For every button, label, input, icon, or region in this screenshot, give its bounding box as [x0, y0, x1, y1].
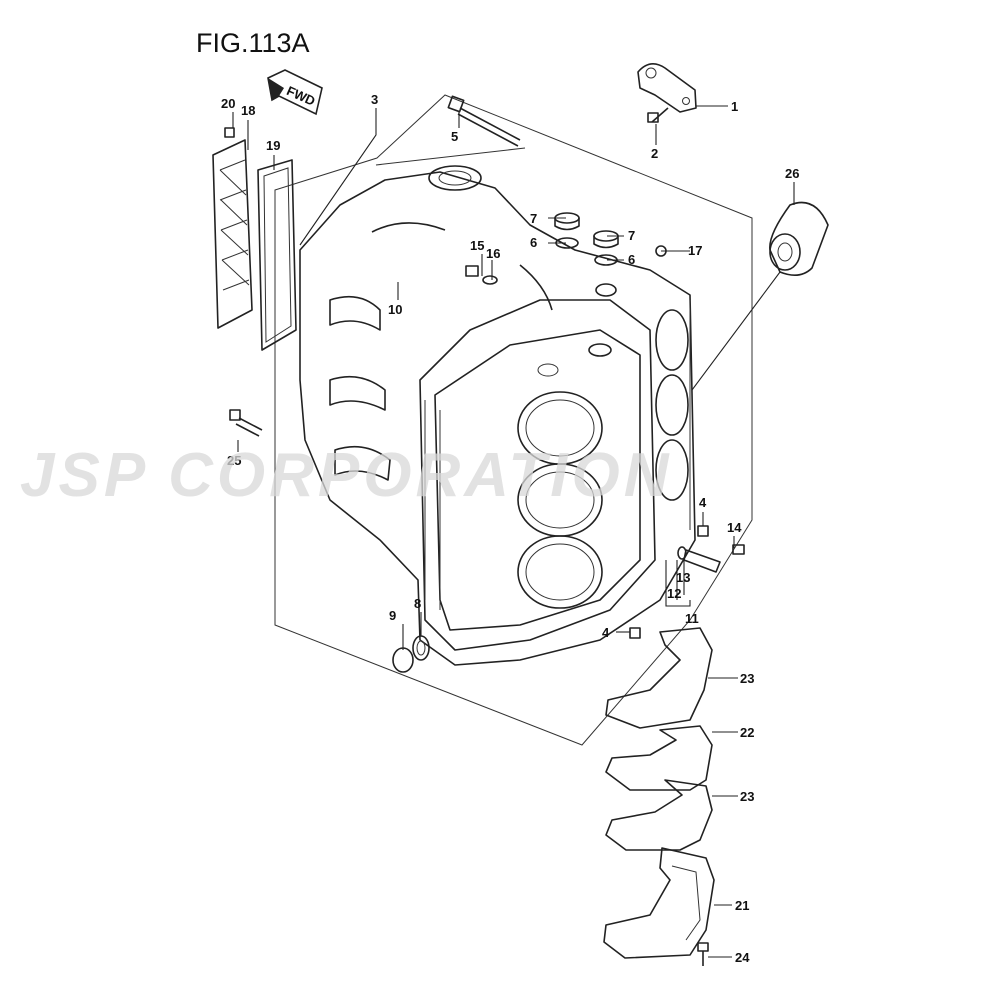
callout-6-left: 6 — [530, 235, 537, 250]
gasket-plate-lower — [605, 779, 713, 851]
callout-labels: 1 2 3 4 4 5 6 6 7 7 8 9 10 11 12 13 14 1… — [221, 92, 799, 965]
o-ring-parts — [555, 237, 618, 266]
callout-24: 24 — [735, 950, 750, 965]
drain-plug-parts — [465, 265, 498, 285]
bottom-cover-plate — [603, 847, 715, 959]
gasket-plate-middle — [605, 725, 713, 791]
callout-20: 20 — [221, 96, 235, 111]
callout-3: 3 — [371, 92, 378, 107]
callout-8: 8 — [414, 596, 421, 611]
callout-22: 22 — [740, 725, 754, 740]
callout-16: 16 — [486, 246, 500, 261]
fwd-arrow: FWD — [267, 69, 323, 116]
callout-6-right: 6 — [628, 252, 635, 267]
callout-2: 2 — [651, 146, 658, 161]
callout-19: 19 — [266, 138, 280, 153]
sensor-assembly-parts — [677, 544, 745, 573]
oil-filter-part — [769, 201, 829, 276]
assembly-outline — [274, 94, 753, 746]
callout-23-upper: 23 — [740, 671, 754, 686]
callout-7-left: 7 — [530, 211, 537, 226]
callout-17: 17 — [688, 243, 702, 258]
callout-26: 26 — [785, 166, 799, 181]
long-bolt-part — [447, 95, 521, 147]
leader-lines — [232, 105, 795, 958]
figure-title: FIG.113A — [196, 28, 310, 58]
callout-5: 5 — [451, 129, 458, 144]
seal-plug-parts — [392, 635, 430, 673]
callout-21: 21 — [735, 898, 749, 913]
callout-12: 12 — [667, 586, 681, 601]
stud-bolt-part — [229, 409, 263, 437]
callout-4-upper: 4 — [699, 495, 707, 510]
callout-14: 14 — [727, 520, 742, 535]
cylinder-block — [299, 165, 696, 666]
callout-10: 10 — [388, 302, 402, 317]
callout-11: 11 — [685, 611, 699, 626]
side-cover-part — [212, 139, 253, 329]
callout-4-lower: 4 — [602, 625, 610, 640]
callout-1: 1 — [731, 99, 738, 114]
callout-25: 25 — [227, 453, 241, 468]
gasket-plate-upper — [605, 627, 713, 729]
cover-bolt-part — [224, 127, 235, 138]
plug-part-upper — [697, 525, 709, 537]
callout-23-lower: 23 — [740, 789, 754, 804]
callout-7-right: 7 — [628, 228, 635, 243]
callout-18: 18 — [241, 103, 255, 118]
bolt-part — [647, 107, 669, 123]
bracket-part — [637, 63, 697, 113]
cover-bolt-lower — [697, 942, 709, 966]
callout-13: 13 — [676, 570, 690, 585]
callout-15: 15 — [470, 238, 484, 253]
side-gasket-part — [257, 159, 297, 351]
plug-part-lower — [629, 627, 641, 639]
callout-9: 9 — [389, 608, 396, 623]
